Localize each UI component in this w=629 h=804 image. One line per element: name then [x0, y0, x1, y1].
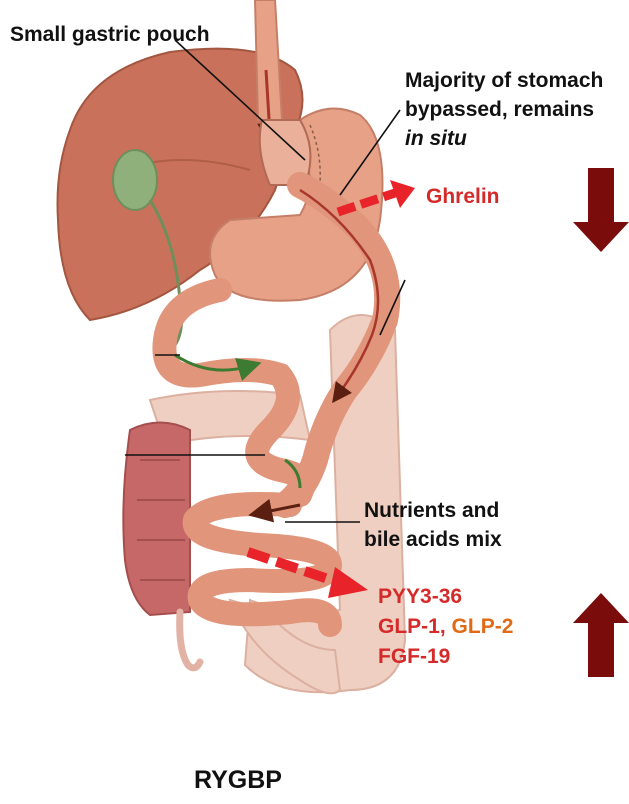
- glp2-label: GLP-2: [452, 615, 514, 638]
- nutrients-label-line1: Nutrients and: [364, 498, 499, 523]
- ghrelin-decrease-arrow-icon: [573, 168, 629, 252]
- nutrients-label-line2: bile acids mix: [364, 527, 502, 552]
- hormones-increase-arrow-icon: [573, 593, 629, 677]
- bypassed-label-line2: bypassed, remains: [405, 97, 594, 122]
- bypassed-label-line3: in situ: [405, 126, 467, 151]
- pyy-label: PYY3-36: [378, 584, 462, 609]
- fgf-label: FGF-19: [378, 644, 450, 669]
- esophagus: [255, 0, 282, 135]
- bypassed-label-line1: Majority of stomach: [405, 68, 603, 93]
- figure-title: RYGBP: [194, 768, 282, 793]
- glp1-label: GLP-1,: [378, 615, 446, 638]
- rectum: [123, 423, 200, 668]
- small-pouch-label: Small gastric pouch: [10, 22, 210, 47]
- glp-row: GLP-1, GLP-2: [378, 614, 513, 639]
- ghrelin-label: Ghrelin: [426, 184, 500, 209]
